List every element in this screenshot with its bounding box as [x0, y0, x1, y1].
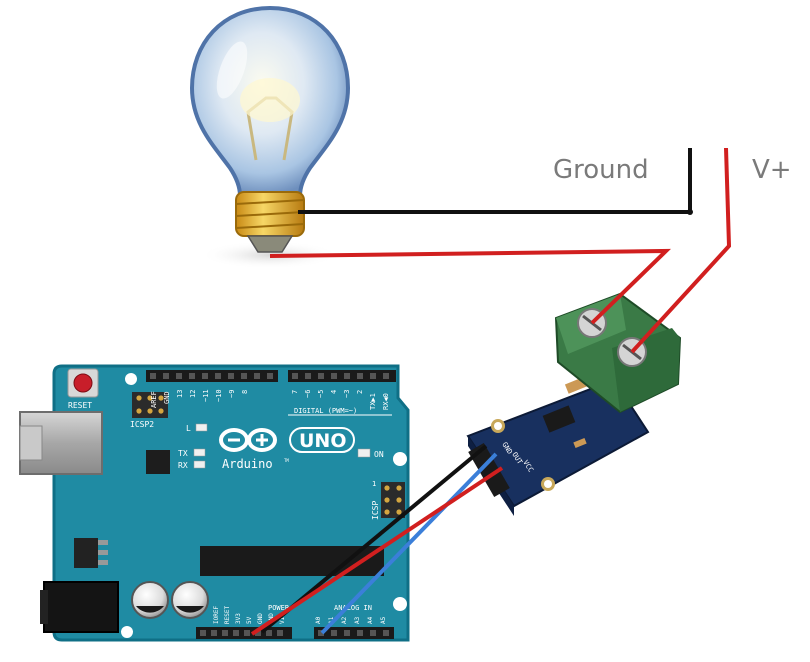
current-sensor-module: GND OUT VCC — [466, 292, 682, 516]
led-on-label: ON — [374, 450, 384, 459]
mount-hole — [393, 597, 407, 611]
digital-header — [146, 370, 396, 382]
pin-label: 3V3 — [235, 613, 242, 624]
atmega-chip — [200, 546, 384, 576]
power-jack — [43, 581, 119, 633]
pin-label: ~9 — [228, 390, 236, 398]
power-label: POWER — [268, 604, 290, 612]
usb-chip — [146, 450, 170, 474]
icsp-label: ICSP — [371, 501, 380, 520]
light-bulb-icon — [189, 5, 351, 269]
pin-label: RESET — [224, 606, 231, 624]
analog-header — [314, 627, 394, 639]
pin-label: 4 — [330, 390, 338, 394]
arduino-logo-icon — [219, 428, 277, 452]
voltage-regulator — [74, 538, 108, 568]
led-l — [195, 423, 208, 432]
capacitor — [131, 581, 169, 619]
pin-label: GND — [268, 613, 275, 624]
pin-label: A2 — [341, 616, 348, 624]
pin-label: ~3 — [343, 390, 351, 398]
uno-label: UNO — [299, 430, 346, 452]
trademark: TM — [284, 458, 289, 463]
pin-label: 2 — [356, 390, 364, 394]
pin-label: AREF — [150, 391, 158, 408]
arduino-brand: Arduino — [222, 457, 273, 471]
uno-badge — [289, 427, 355, 453]
pin-label: 7 — [291, 390, 299, 394]
pin-label: A3 — [354, 616, 361, 624]
wire-bulb-terminal — [269, 248, 671, 325]
pin-label: A0 — [315, 616, 322, 624]
icsp-header — [381, 482, 405, 518]
pin-label: 13 — [176, 390, 184, 398]
capacitor — [171, 581, 209, 619]
pin-label: IOREF — [213, 606, 220, 624]
wire-sensor-out — [320, 452, 498, 635]
pin-label: 12 — [189, 390, 197, 398]
sensor-chip — [542, 405, 576, 433]
pin-label: GND — [163, 391, 171, 404]
pin-label: A4 — [367, 616, 374, 624]
wire-vplus — [630, 147, 732, 354]
pin-label: A5 — [380, 616, 387, 624]
arduino-uno-board: RESET ICSP2 AREF GND 13 12 ~11 ~10 ~9 8 — [19, 364, 410, 642]
analog-label: ANALOG IN — [334, 604, 372, 612]
pin-label: VIN — [279, 613, 286, 624]
icsp2-label: ICSP2 — [130, 420, 154, 429]
ground-label: Ground — [553, 155, 649, 185]
led-tx — [193, 448, 206, 457]
mount-hole — [393, 452, 407, 466]
pin-label: ~11 — [202, 389, 210, 402]
pin-label: 5V — [246, 616, 253, 624]
pin-label: 8 — [241, 390, 249, 394]
mount-hole — [125, 373, 137, 385]
led-on — [357, 448, 371, 458]
led-rx — [193, 460, 206, 469]
led-tx-label: TX — [178, 449, 188, 458]
pin-label: A1 — [328, 616, 335, 624]
digital-label: DIGITAL (PWM=~) — [294, 407, 357, 415]
wire-sensor-vcc — [250, 466, 504, 636]
icsp2-header — [132, 392, 168, 418]
icsp-num: 1 — [372, 480, 376, 488]
led-l-label: L — [186, 424, 191, 433]
pin-label: ~6 — [304, 390, 312, 398]
power-header — [196, 627, 292, 639]
reset-label: RESET — [68, 401, 92, 410]
mount-hole — [121, 626, 133, 638]
pin-label: ~10 — [215, 389, 223, 402]
pin-label: ~5 — [317, 390, 325, 398]
led-rx-label: RX — [178, 461, 188, 470]
pin-label: RX◀0 — [382, 393, 390, 410]
vplus-label: V+ — [752, 155, 792, 185]
pin-label: GND — [257, 613, 264, 624]
pin-label: TX▶1 — [369, 393, 377, 410]
